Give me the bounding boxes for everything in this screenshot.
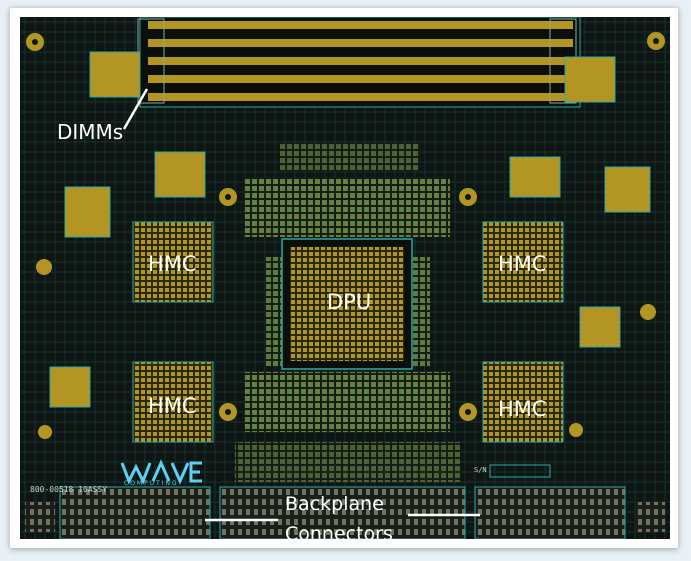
circuit-board: DIMMs HMC HMC DPU HMC HMC Backplane Conn… bbox=[20, 17, 670, 539]
part-number-silkscreen: 800-00518 10ASSY bbox=[30, 485, 108, 494]
backplane-connectors bbox=[25, 464, 665, 539]
serial-number-silkscreen: S/N bbox=[474, 466, 487, 474]
dimms-label: DIMMs bbox=[57, 120, 124, 144]
capacitor-fields bbox=[235, 142, 460, 482]
hmc-top-right-label: HMC bbox=[498, 252, 547, 276]
backplane-label-line1: Backplane bbox=[285, 493, 384, 515]
hmc-bottom-right-label: HMC bbox=[498, 397, 547, 421]
dpu-package bbox=[281, 238, 413, 370]
mounting-holes bbox=[26, 32, 665, 439]
board-artwork bbox=[20, 17, 670, 539]
hmc-top-left-label: HMC bbox=[148, 252, 197, 276]
backplane-label-line2: Connectors bbox=[285, 523, 393, 539]
hmc-bottom-left-label: HMC bbox=[148, 394, 197, 418]
leader-lines bbox=[122, 88, 480, 522]
dimm-slots bbox=[137, 17, 581, 108]
dpu-label: DPU bbox=[327, 290, 372, 314]
hmc-packages bbox=[132, 221, 564, 443]
power-stages bbox=[49, 51, 651, 408]
wave-logo-text: COMPUTING bbox=[124, 480, 179, 487]
logo-tagline: COMPUTING bbox=[124, 480, 179, 487]
wave-logo-mark bbox=[120, 459, 202, 485]
